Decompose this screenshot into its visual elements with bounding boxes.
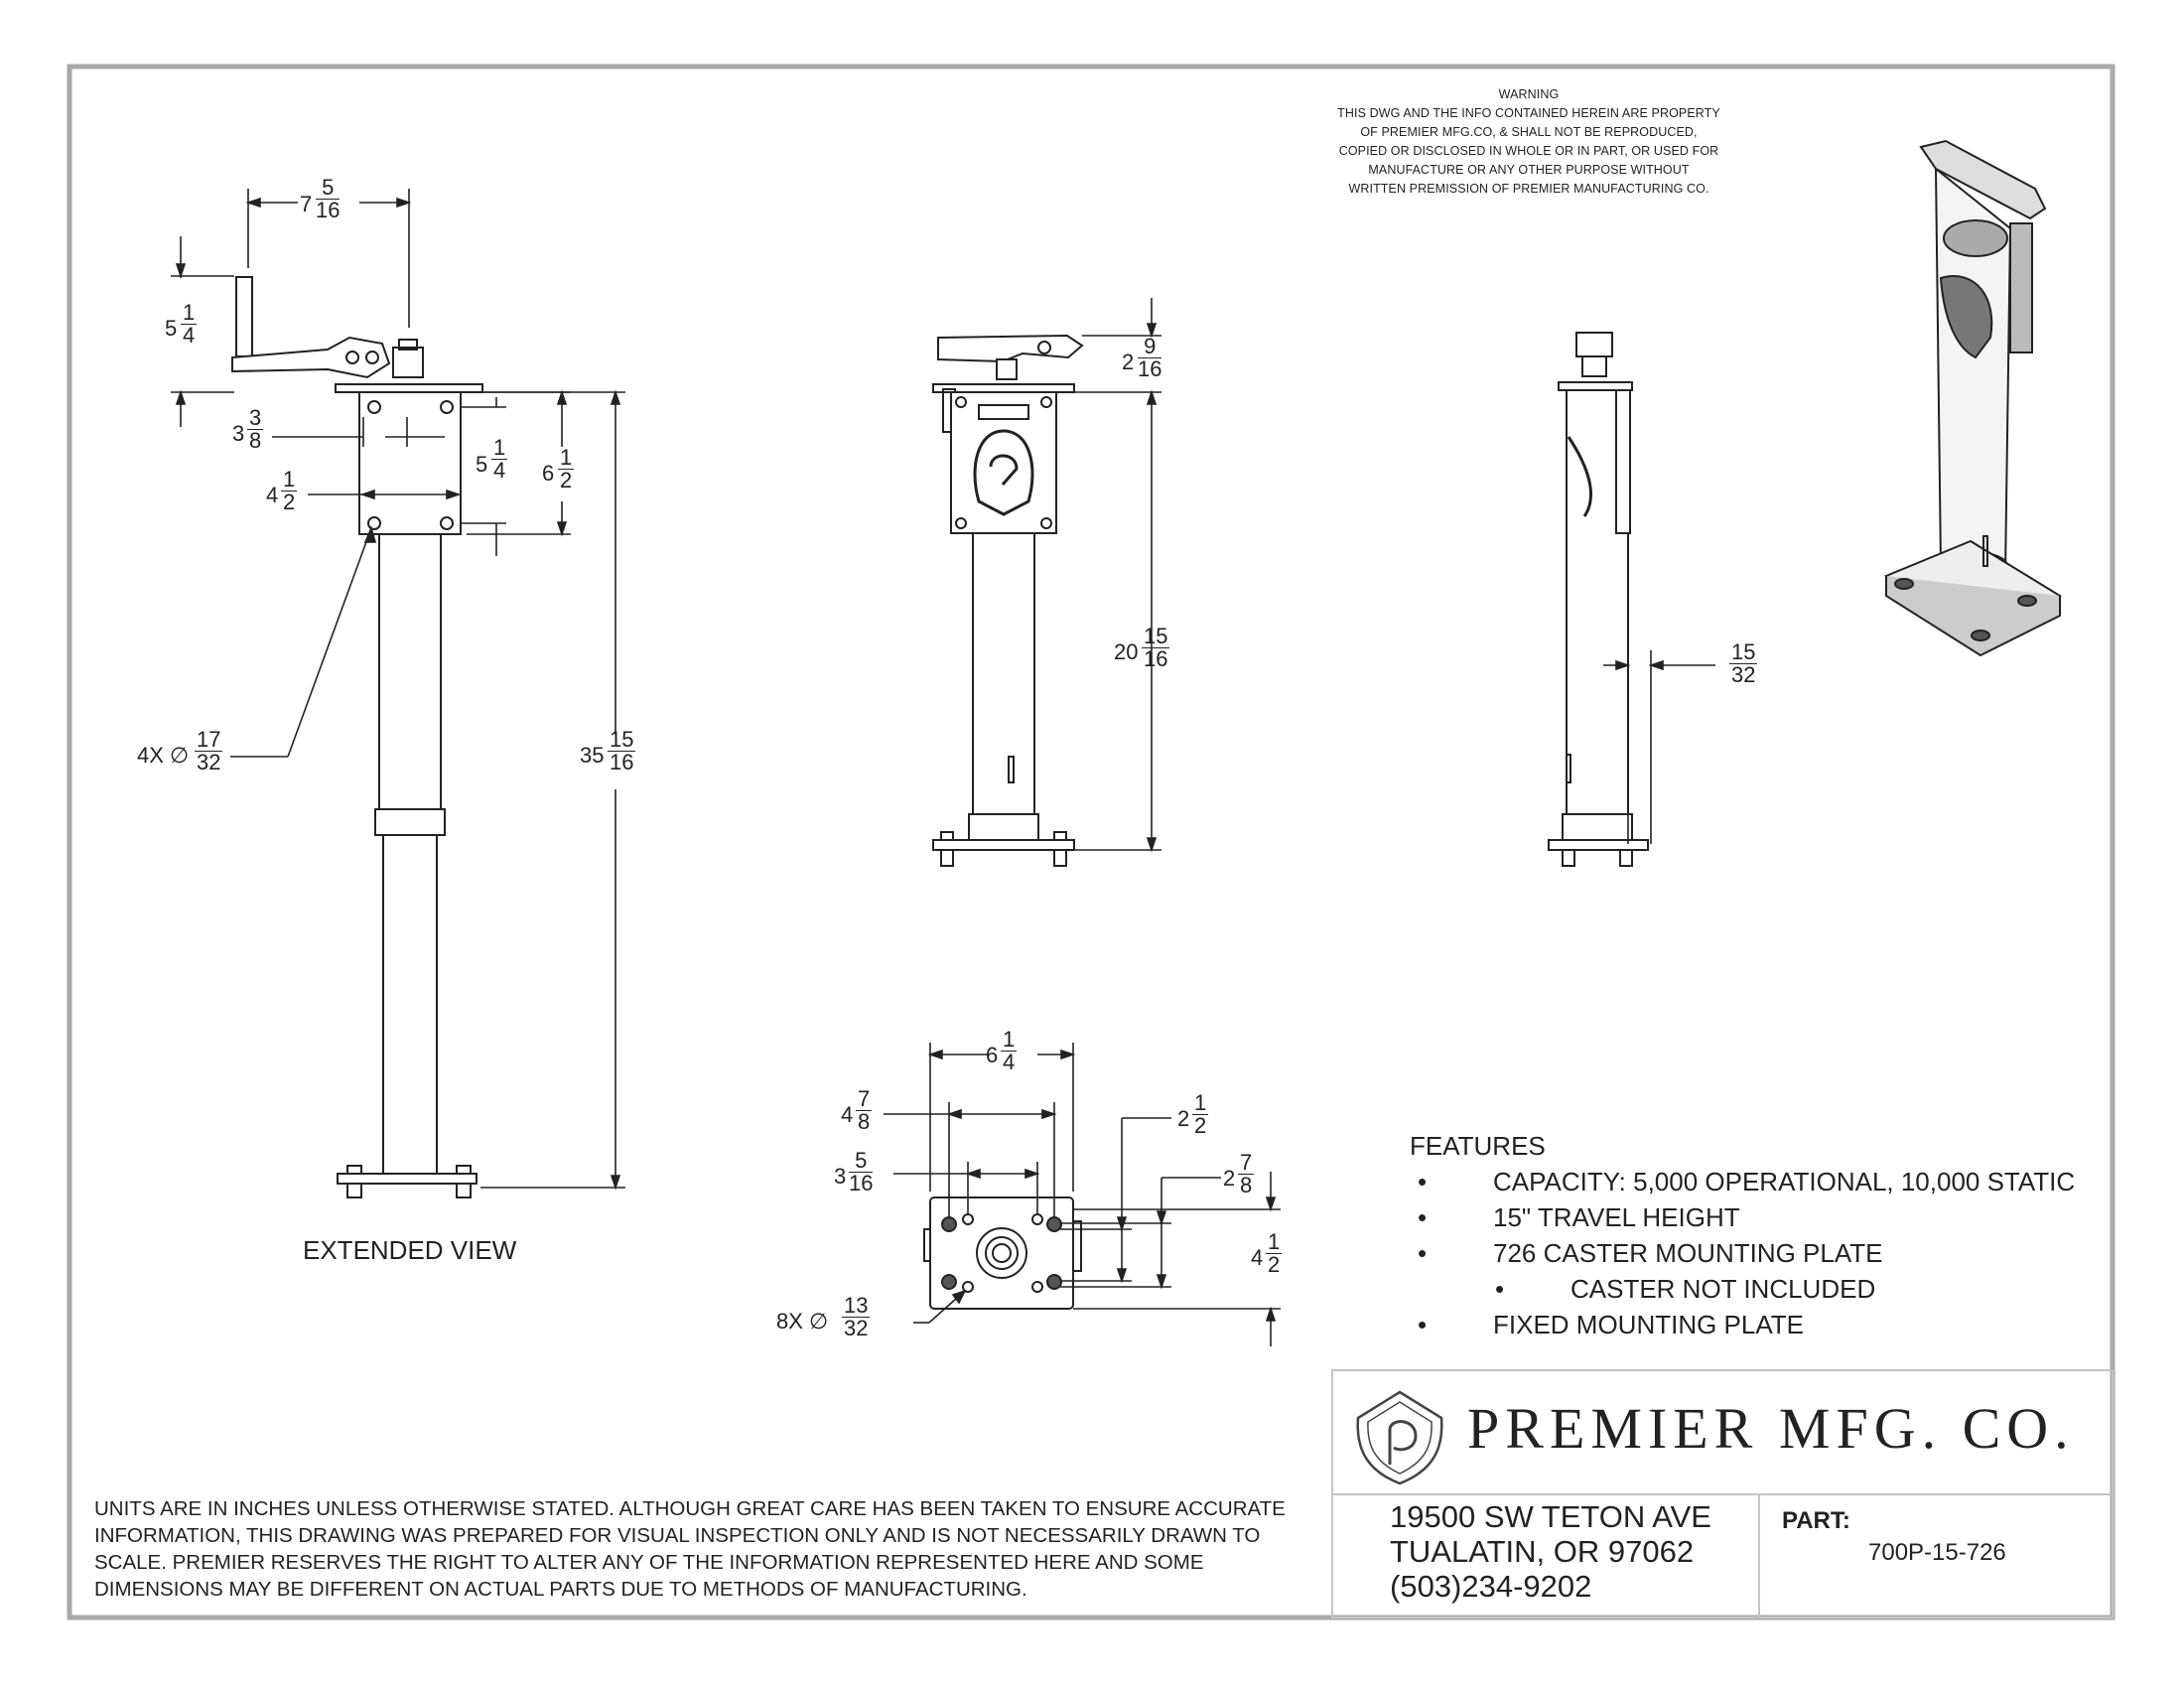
feature-text: FIXED MOUNTING PLATE: [1493, 1310, 1804, 1339]
extended-dimensions: [171, 189, 625, 1191]
disclaimer-line: DIMENSIONS MAY BE DIFFERENT ON ACTUAL PA…: [94, 1578, 1027, 1601]
dim-base-hole-y2-whole: 2: [1223, 1166, 1236, 1191]
feature-bullet: •: [1418, 1167, 1428, 1196]
dim-plate-offset-whole: 3: [232, 421, 245, 446]
dim-hole-dia-base-prefix: 8X ∅: [776, 1309, 829, 1334]
dim-base-hole-x1-whole: 4: [841, 1102, 854, 1127]
dim-base-hole-x2-whole: 3: [834, 1164, 847, 1189]
side-dimensions: [1603, 650, 1715, 844]
front-crank: [937, 334, 1084, 363]
dim-hole-dia-top-prefix: 4X ∅: [137, 743, 190, 768]
front-mounting-plate: [950, 391, 1057, 534]
features-heading: FEATURES: [1410, 1131, 1546, 1161]
warning-notice: WARNING THIS DWG AND THE INFO CONTAINED …: [1281, 85, 1777, 199]
disclaimer-text: UNITS ARE IN INCHES UNLESS OTHERWISE STA…: [94, 1495, 1335, 1603]
company-name: PREMIER MFG. CO.: [1467, 1396, 2075, 1461]
bottom-bolts: [941, 1216, 1062, 1290]
dim-handle-width-whole: 7: [300, 192, 313, 216]
warning-line: OF PREMIER MFG.CO, & SHALL NOT BE REPROD…: [1360, 125, 1698, 139]
sheet-border: [67, 64, 2116, 1620]
crank-handle-grip: [235, 276, 253, 357]
foot-plate: [337, 1173, 478, 1185]
disclaimer-line: INFORMATION, THIS DRAWING WAS PREPARED F…: [94, 1524, 1261, 1547]
side-view: [1548, 332, 1649, 867]
feature-text: 15" TRAVEL HEIGHT: [1493, 1202, 1740, 1232]
dim-head-height-whole: 2: [1122, 350, 1135, 374]
feature-item: • FIXED MOUNTING PLATE: [1410, 1307, 1804, 1342]
mounting-plate: [358, 391, 462, 535]
premier-logo-icon: [1356, 1390, 1443, 1485]
warning-line: WARNING: [1498, 87, 1560, 101]
part-number: 700P-15-726: [1868, 1539, 2006, 1566]
dim-plate-height-whole: 6: [542, 461, 555, 486]
extended-view: [231, 276, 483, 1198]
front-dimensions: [1074, 298, 1161, 853]
dim-extended-height-whole: 35: [580, 743, 605, 768]
part-label: PART:: [1782, 1507, 1850, 1534]
side-top-plate: [1558, 381, 1633, 391]
dim-plate-hole-width-whole: 4: [266, 483, 279, 507]
feature-item: • 726 CASTER MOUNTING PLATE: [1410, 1235, 1883, 1271]
dim-base-width-whole: 6: [986, 1043, 999, 1067]
feature-bullet: •: [1418, 1310, 1428, 1339]
dim-base-hole-y1-whole: 2: [1177, 1106, 1190, 1131]
dim-retracted-height-whole: 20: [1114, 639, 1139, 664]
features-list: FEATURES • CAPACITY: 5,000 OPERATIONAL, …: [1410, 1128, 2075, 1342]
address-line: TUALATIN, OR 97062: [1390, 1534, 1695, 1569]
dim-plate-hole-height-whole: 5: [476, 452, 488, 477]
disclaimer-line: UNITS ARE IN INCHES UNLESS OTHERWISE STA…: [94, 1497, 1286, 1520]
top-flange: [335, 383, 483, 393]
bottom-dimensions: [884, 1043, 1281, 1346]
feature-text: CASTER NOT INCLUDED: [1570, 1274, 1876, 1304]
crank-arm: [231, 336, 391, 379]
front-logo-emblem: [973, 429, 1034, 516]
warning-line: MANUFACTURE OR ANY OTHER PURPOSE WITHOUT: [1368, 163, 1690, 177]
feature-item: • 15" TRAVEL HEIGHT: [1410, 1199, 1740, 1235]
warning-line: COPIED OR DISCLOSED IN WHOLE OR IN PART,…: [1338, 144, 1719, 158]
side-foot-plate: [1548, 839, 1649, 851]
company-address: 19500 SW TETON AVE TUALATIN, OR 97062 (5…: [1390, 1499, 1711, 1604]
disclaimer-line: SCALE. PREMIER RESERVES THE RIGHT TO ALT…: [94, 1551, 1204, 1574]
feature-bullet: •: [1418, 1238, 1428, 1268]
feature-text: CAPACITY: 5,000 OPERATIONAL, 10,000 STAT…: [1493, 1167, 2076, 1196]
feature-text: 726 CASTER MOUNTING PLATE: [1493, 1238, 1883, 1268]
dim-handle-height-whole: 5: [165, 316, 178, 341]
bottom-view: [923, 1196, 1082, 1310]
warning-line: THIS DWG AND THE INFO CONTAINED HEREIN A…: [1337, 106, 1720, 120]
title-block-frame: [1331, 1369, 2114, 1618]
feature-bullet: •: [1495, 1274, 1505, 1304]
extended-view-label: EXTENDED VIEW: [303, 1235, 517, 1265]
warning-line: WRITTEN PREMISSION OF PREMIER MANUFACTUR…: [1348, 182, 1709, 196]
bottom-plate: [929, 1196, 1074, 1310]
feature-bullet: •: [1418, 1202, 1428, 1232]
front-view: [932, 334, 1084, 867]
phone-number: (503)234-9202: [1390, 1569, 1592, 1604]
front-foot-plate: [932, 839, 1075, 851]
feature-item: • CASTER NOT INCLUDED: [1410, 1271, 1875, 1307]
address-line: 19500 SW TETON AVE: [1390, 1499, 1711, 1534]
dim-base-height-whole: 4: [1251, 1245, 1264, 1270]
feature-item: • CAPACITY: 5,000 OPERATIONAL, 10,000 ST…: [1410, 1164, 2075, 1199]
isometric-view: [1883, 139, 2063, 657]
